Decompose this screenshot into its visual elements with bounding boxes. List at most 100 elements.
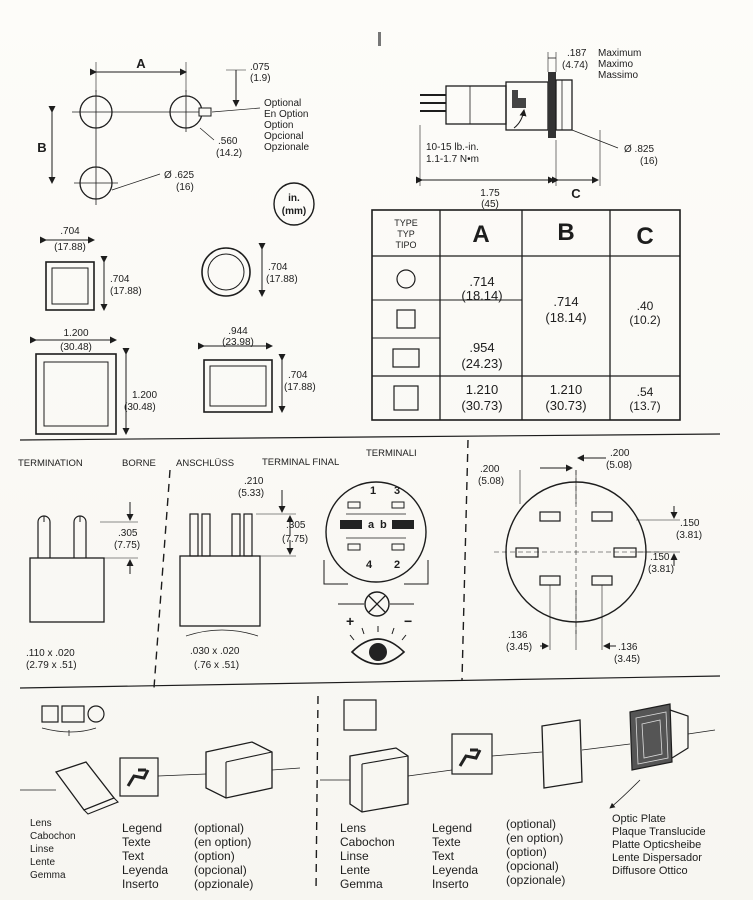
dim-075-mm: (1.9) [250, 73, 271, 84]
cell-r4-c-mm: (13.7) [629, 399, 660, 413]
cell-r3-a: .954 [469, 340, 494, 355]
optional-label: En Option [264, 109, 308, 120]
optional-note: (optional) [506, 817, 556, 831]
pin-4: 4 [366, 559, 373, 571]
legend-label: Inserto [122, 877, 159, 891]
assembly-right [320, 699, 716, 813]
dim-sq704: .704 [60, 226, 80, 237]
optional-note: (opcional) [506, 859, 559, 873]
assembly-left [20, 705, 301, 815]
pin-1: 1 [370, 485, 376, 497]
lens-label: Linse [340, 849, 369, 863]
optic-plate-label: Optic Plate [612, 813, 666, 825]
dim-200b: .200 [610, 448, 630, 459]
units-in: in. [288, 193, 300, 204]
dim-825-mm: (16) [640, 156, 658, 167]
optic-plate-label: Diffusore Ottico [612, 865, 688, 877]
type-header: TIPO [395, 240, 416, 250]
optional-note: (option) [194, 849, 235, 863]
optional-note: (opzionale) [506, 873, 565, 887]
legend-label: Legend [432, 821, 472, 835]
dim-560-mm: (14.2) [216, 148, 242, 159]
type-header: TYP [397, 229, 415, 239]
dim-305: .305 [118, 528, 138, 539]
lens-label: Linse [30, 844, 54, 855]
legend-label: Legend [122, 821, 162, 835]
optic-plate-label: Platte Opticsheibe [612, 839, 701, 851]
dim-625-mm: (16) [176, 182, 194, 193]
dim-b-label: B [37, 140, 46, 155]
termination-header: TERMINAL FINAL [262, 457, 339, 468]
dim-sq1200-mm: (30.48) [60, 342, 92, 353]
maximum-label: Massimo [598, 70, 638, 81]
lens-label: Lens [340, 821, 366, 835]
dim-305b-mm: (7.75) [282, 534, 308, 545]
dim-sq704b-mm: (17.88) [110, 286, 142, 297]
dim-150b: .150 [650, 552, 670, 563]
optic-plate-label: Plaque Translucide [612, 826, 706, 838]
pin-2: 2 [394, 559, 400, 571]
dim-200b-mm: (5.08) [606, 460, 632, 471]
dim-a-label: A [136, 56, 146, 71]
tab-size-2: .030 x .020 [190, 646, 240, 657]
dim-rect944: .944 [228, 326, 248, 337]
cell-b-merged: .714 [553, 294, 578, 309]
type-header: TYPE [394, 218, 418, 228]
solder-terminal [179, 490, 296, 637]
dim-150b-mm: (3.81) [648, 564, 674, 575]
tab-size-1-mm: (2.79 x .51) [26, 660, 77, 671]
legend-label: Inserto [432, 877, 469, 891]
pin-3: 3 [394, 485, 400, 497]
cell-r4-b: 1.210 [550, 382, 583, 397]
termination-header: ANSCHLÜSS [176, 458, 234, 469]
legend-label: Texte [432, 835, 461, 849]
legend-label: Text [432, 849, 455, 863]
lens-label: Lente [30, 857, 55, 868]
dim-sq704b: .704 [110, 274, 130, 285]
units-mm: (mm) [282, 206, 306, 217]
dim-136b: .136 [618, 642, 638, 653]
pin-b: b [380, 519, 387, 531]
legend-label: Leyenda [432, 863, 478, 877]
dim-max-187-mm: (4.74) [562, 60, 588, 71]
col-b-header: B [557, 219, 574, 246]
dim-625: Ø .625 [164, 170, 194, 181]
lens-label: Lente [340, 863, 370, 877]
tab-size-2-mm: (.76 x .51) [194, 660, 239, 671]
torque-nm: 1.1-1.7 N•m [426, 154, 479, 165]
tab-size-1: .110 x .020 [26, 648, 75, 659]
dim-150a: .150 [680, 518, 700, 529]
pcb-layout [494, 454, 680, 650]
dim-200a-mm: (5.08) [478, 476, 504, 487]
dim-136a-mm: (3.45) [506, 642, 532, 653]
dim-075: .075 [250, 62, 270, 73]
cell-c-merged-mm: (10.2) [629, 313, 660, 327]
dim-sq704-mm: (17.88) [54, 242, 86, 253]
divider-line [19, 675, 721, 689]
plus-sign: + [346, 613, 354, 629]
dim-210-mm: (5.33) [238, 488, 264, 499]
cell-r4-c: .54 [637, 385, 654, 399]
page-mark [378, 32, 381, 46]
termination-header: BORNE [122, 458, 156, 469]
col-a-header: A [472, 221, 489, 248]
dim-circ704: .704 [268, 262, 288, 273]
dim-sq1200b: 1.200 [132, 390, 157, 401]
optional-note: (opcional) [194, 863, 247, 877]
optional-note: (opzionale) [194, 877, 253, 891]
optional-note: (optional) [194, 821, 244, 835]
divider-line [19, 433, 721, 441]
dim-305b: .305 [286, 520, 306, 531]
dim-c-label: C [571, 186, 581, 201]
termination-header: TERMINALI [366, 448, 417, 459]
dim-sq1200: 1.200 [63, 328, 88, 339]
dim-200a: .200 [480, 464, 500, 475]
dim-305-mm: (7.75) [114, 540, 140, 551]
cell-c-merged: .40 [637, 299, 654, 313]
optional-note: (en option) [194, 835, 251, 849]
optic-plate-label: Lente Dispersador [612, 852, 702, 864]
lens-label: Cabochon [340, 835, 395, 849]
cell-r4-b-mm: (30.73) [545, 398, 586, 413]
